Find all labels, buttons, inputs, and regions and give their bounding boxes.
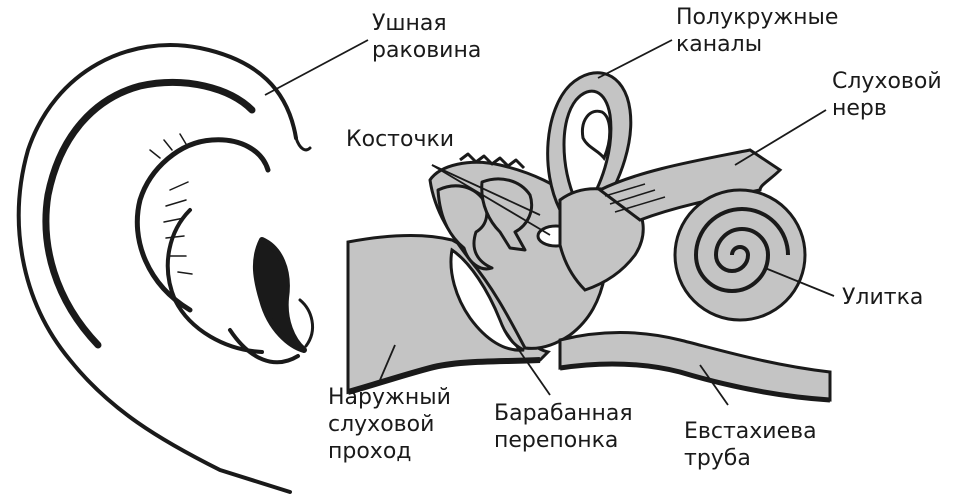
label-auricle-line2: раковина <box>372 38 482 63</box>
leader-ossicles-1 <box>431 164 551 236</box>
auricle-outline <box>16 43 298 494</box>
leader-auricle <box>264 39 369 96</box>
semicircular-canals-drawing <box>546 71 645 292</box>
leader-eardrum <box>504 329 551 396</box>
ossicle-ridge <box>459 152 526 170</box>
ear-canal-entrance <box>253 237 307 353</box>
label-canal-line1: Наружный <box>328 385 451 410</box>
label-eardrum-line1: Барабанная <box>494 401 633 426</box>
label-nerve-line1: Слуховой <box>832 69 942 94</box>
label-cochlea-line1: Улитка <box>842 285 924 310</box>
label-nerve-line2: нерв <box>832 96 887 121</box>
label-auditory-nerve: Слуховой нерв <box>832 68 942 122</box>
label-canals-line1: Полукружные <box>676 5 839 30</box>
label-canal-line2: слуховой <box>328 412 435 437</box>
incus <box>480 177 534 252</box>
label-eustachian-tube: Евстахиева труба <box>684 418 817 472</box>
label-cochlea: Улитка <box>842 284 923 311</box>
lobe-edge <box>228 328 300 365</box>
leader-tube <box>699 364 729 406</box>
concha-outline <box>165 208 264 354</box>
label-external-canal: Наружный слуховой проход <box>328 384 451 465</box>
tube-lower-wall <box>559 361 831 403</box>
label-auricle: Ушная раковина <box>372 10 481 64</box>
label-semicircular-canals: Полукружные каналы <box>676 4 838 58</box>
cochlea-spiral <box>693 207 790 293</box>
label-tube-line2: труба <box>684 446 751 471</box>
cochlea-drawing <box>673 188 807 322</box>
leader-nerve <box>734 109 827 166</box>
label-canals-line2: каналы <box>676 32 763 57</box>
helix-rim <box>42 78 256 349</box>
auricle-outer-back <box>294 136 312 152</box>
eustachian-tube-drawing <box>558 331 832 403</box>
antihelix-shading <box>149 133 193 275</box>
label-eardrum: Барабанная перепонка <box>494 400 633 454</box>
antihelix <box>134 137 271 313</box>
label-auricle-line1: Ушная <box>372 11 447 36</box>
leader-canals <box>597 39 673 79</box>
label-eardrum-line2: перепонка <box>494 428 619 453</box>
leader-canal <box>379 344 396 381</box>
eardrum-drawing <box>449 247 525 352</box>
leader-ossicles-2 <box>431 164 541 216</box>
label-tube-line1: Евстахиева <box>684 419 817 444</box>
canal-lower-wall <box>347 357 541 395</box>
leader-lines <box>264 39 835 406</box>
malleus <box>436 184 494 271</box>
label-ossicles: Косточки <box>346 126 454 153</box>
tragus <box>298 298 315 348</box>
label-canal-line3: проход <box>328 439 412 464</box>
label-ossicles-line1: Косточки <box>346 127 455 152</box>
canal-loop-inner <box>580 109 612 161</box>
nerve-fibers <box>604 183 666 213</box>
leader-cochlea <box>764 267 835 297</box>
auricle-drawing <box>16 43 315 494</box>
